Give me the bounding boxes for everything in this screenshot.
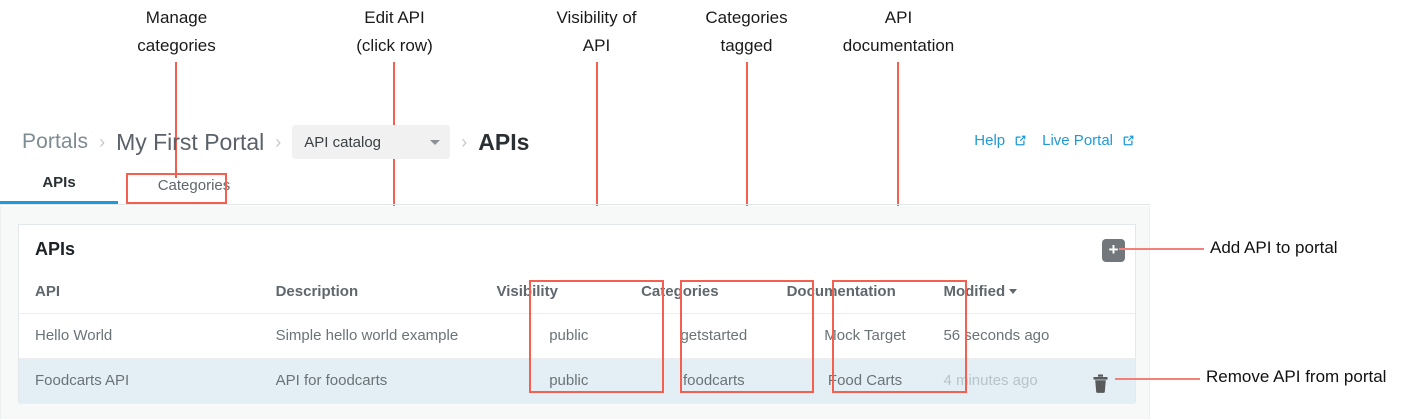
callout-edit-api: Edit API (click row) bbox=[356, 8, 433, 55]
apis-table: API Description Visibility Categories Do… bbox=[19, 283, 1135, 404]
apis-card: APIs + API Description Visibility Catego… bbox=[18, 224, 1136, 404]
cell-documentation: Mock Target bbox=[786, 313, 944, 359]
live-portal-link[interactable]: Live Portal bbox=[1042, 132, 1113, 149]
breadcrumb-portals[interactable]: Portals bbox=[22, 130, 89, 153]
column-header-categories[interactable]: Categories bbox=[641, 283, 787, 314]
leader-line-categories bbox=[746, 62, 748, 280]
table-row[interactable]: Hello World Simple hello world example p… bbox=[19, 313, 1135, 359]
callout-add-api-to-portal: Add API to portal bbox=[1210, 238, 1338, 257]
top-links: Help Live Portal bbox=[974, 132, 1135, 149]
external-link-icon bbox=[1014, 134, 1027, 147]
cell-description: Simple hello world example bbox=[275, 313, 497, 359]
cell-api: Foodcarts API bbox=[19, 358, 276, 404]
breadcrumb-my-first-portal[interactable]: My First Portal bbox=[116, 128, 265, 155]
add-api-button[interactable]: + bbox=[1102, 239, 1125, 262]
leader-line-documentation bbox=[897, 62, 899, 280]
catalog-select[interactable]: API catalog bbox=[292, 125, 451, 159]
column-header-visibility[interactable]: Visibility bbox=[496, 283, 642, 314]
leader-line-remove-api bbox=[1115, 378, 1200, 380]
external-link-icon bbox=[1122, 134, 1135, 147]
tab-categories[interactable]: Categories bbox=[157, 177, 231, 194]
column-header-description[interactable]: Description bbox=[275, 283, 497, 314]
leader-line-manage-categories bbox=[175, 62, 177, 178]
column-header-api[interactable]: API bbox=[19, 283, 276, 314]
callout-manage-categories: Manage categories bbox=[137, 8, 216, 55]
cell-visibility: public bbox=[496, 358, 642, 404]
cell-categories: foodcarts bbox=[641, 358, 787, 404]
sort-descending-icon bbox=[1009, 289, 1018, 294]
breadcrumb: Portals › My First Portal › API catalog … bbox=[22, 125, 530, 159]
callout-categories-tagged: Categories tagged bbox=[705, 8, 788, 55]
tab-apis[interactable]: APIs bbox=[0, 174, 118, 204]
breadcrumb-separator: › bbox=[461, 131, 468, 152]
callout-visibility-of-api: Visibility of API bbox=[556, 8, 637, 55]
table-row[interactable]: Foodcarts API API for foodcarts public f… bbox=[19, 358, 1135, 404]
chevron-down-icon bbox=[430, 139, 441, 145]
breadcrumb-separator: › bbox=[99, 131, 106, 152]
callout-remove-api-from-portal: Remove API from portal bbox=[1206, 367, 1387, 386]
table-header-row: API Description Visibility Categories Do… bbox=[19, 283, 1135, 314]
help-link[interactable]: Help bbox=[974, 132, 1006, 149]
cell-documentation: Food Carts bbox=[786, 358, 944, 404]
tab-bar: APIs Categories bbox=[0, 170, 1150, 205]
column-header-documentation[interactable]: Documentation bbox=[786, 283, 944, 314]
column-header-modified[interactable]: Modified bbox=[943, 283, 1135, 314]
catalog-select-value: API catalog bbox=[304, 133, 382, 151]
leader-line-visibility bbox=[596, 62, 598, 280]
callout-api-documentation: API documentation bbox=[842, 8, 955, 55]
leader-line-add-api bbox=[1119, 248, 1204, 250]
cell-categories: getstarted bbox=[641, 313, 787, 359]
cell-api: Hello World bbox=[19, 313, 276, 359]
delete-api-icon[interactable] bbox=[1092, 374, 1109, 394]
breadcrumb-current-apis: APIs bbox=[478, 128, 530, 155]
cell-description: API for foodcarts bbox=[275, 358, 497, 404]
cell-modified: 56 seconds ago bbox=[943, 313, 1135, 359]
cell-visibility: public bbox=[496, 313, 642, 359]
cell-modified: 4 minutes ago bbox=[943, 358, 1135, 404]
card-title: APIs bbox=[35, 239, 76, 259]
column-header-modified-label: Modified bbox=[943, 283, 1006, 300]
breadcrumb-separator: › bbox=[275, 131, 282, 152]
